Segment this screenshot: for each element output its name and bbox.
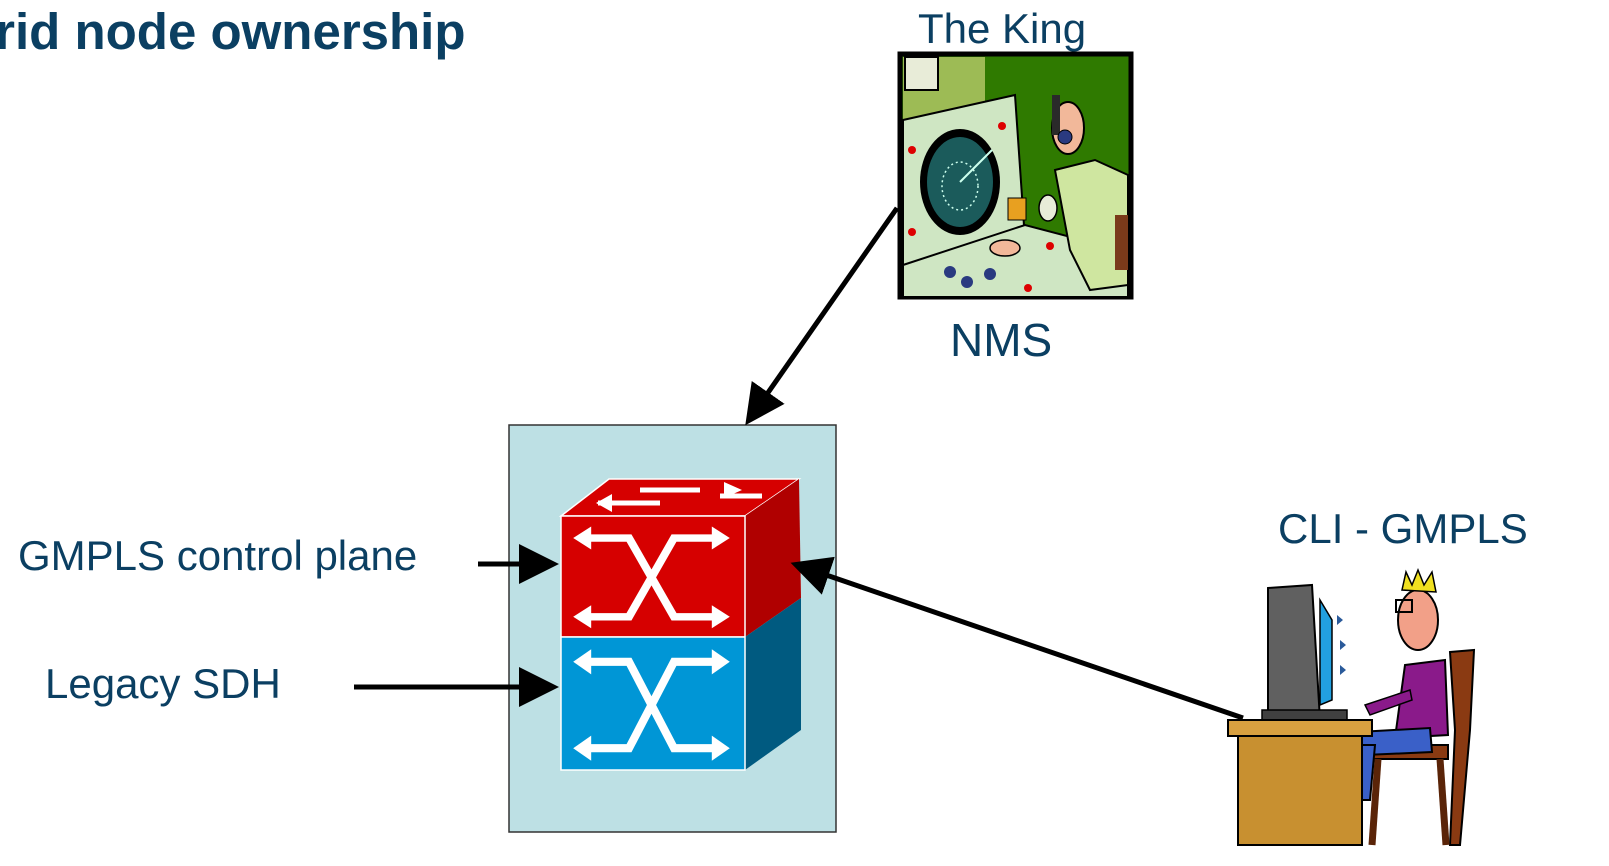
nms-top-label: The King bbox=[918, 5, 1087, 52]
nms-label: NMS bbox=[950, 314, 1053, 366]
nms-to-node-arrow bbox=[745, 206, 900, 426]
gmpls-control-plane-label: GMPLS control plane bbox=[18, 532, 418, 579]
radar-operator-illustration bbox=[897, 51, 1134, 300]
user-at-computer-illustration bbox=[1227, 567, 1476, 846]
cli-to-node-arrow bbox=[790, 556, 1244, 721]
crossconnect-switch-icon bbox=[558, 478, 802, 771]
slide-title: brid node ownership bbox=[0, 3, 466, 60]
legacy-sdh-label: Legacy SDH bbox=[45, 660, 281, 707]
cli-gmpls-label: CLI - GMPLS bbox=[1278, 505, 1528, 552]
